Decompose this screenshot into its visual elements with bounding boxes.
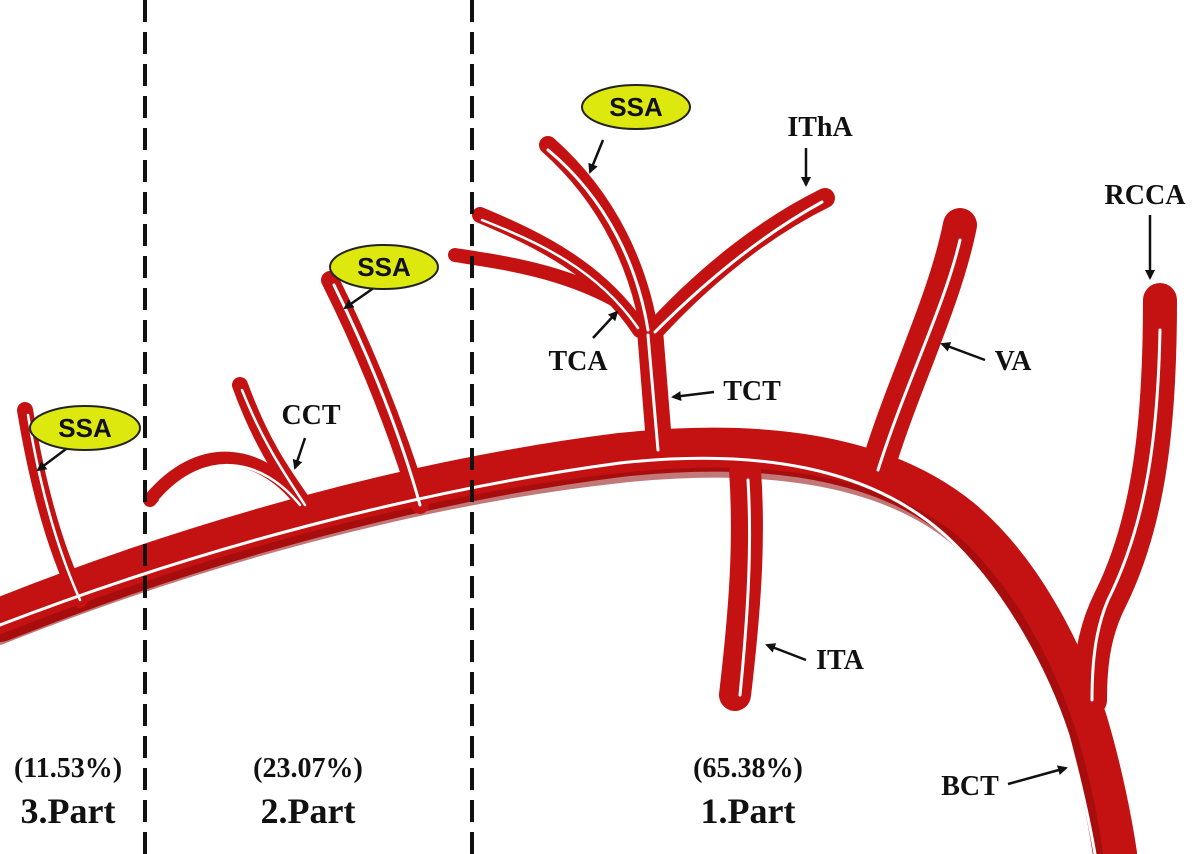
tca-label: TCA bbox=[548, 346, 608, 377]
cct-label: CCT bbox=[281, 400, 340, 431]
arrow-tca bbox=[592, 310, 619, 339]
ssa-label-part1: SSA bbox=[609, 92, 663, 122]
vessel-highlights bbox=[0, 148, 1162, 854]
arrow-tct bbox=[671, 390, 715, 401]
tct-upper-branch bbox=[539, 136, 659, 344]
part-name: 2.Part bbox=[261, 791, 356, 831]
subclavian-artery-trunk bbox=[0, 427, 1137, 854]
part-caption-3: (11.53%) 3.Part bbox=[14, 753, 122, 831]
ssa-badge-part3: SSA bbox=[29, 405, 141, 451]
bct-label: BCT bbox=[941, 771, 999, 802]
tct-label: TCT bbox=[723, 376, 781, 407]
ssa-part2-vessel bbox=[321, 271, 429, 514]
arrow-ssa-part1 bbox=[588, 139, 605, 174]
part-percent: (65.38%) bbox=[693, 753, 803, 784]
part-name: 3.Part bbox=[21, 791, 116, 831]
part-percent: (23.07%) bbox=[253, 753, 363, 784]
ssa-badge-part2: SSA bbox=[329, 244, 439, 290]
arrow-va bbox=[940, 342, 986, 362]
part-percent: (11.53%) bbox=[14, 753, 122, 784]
ssa-badge-part1: SSA bbox=[581, 84, 691, 130]
part-name: 1.Part bbox=[701, 791, 796, 831]
part-dividers bbox=[143, 0, 474, 854]
ctht-label: IThA bbox=[787, 112, 853, 143]
ssa-label-part3: SSA bbox=[58, 413, 112, 443]
ita-vessel bbox=[719, 454, 763, 711]
ssa-label-part2: SSA bbox=[357, 252, 411, 282]
part-caption-1: (65.38%) 1.Part bbox=[693, 753, 803, 831]
ita-label: ITA bbox=[816, 645, 864, 676]
subclavian-artery-shading bbox=[0, 467, 1103, 854]
rcca-label: RCCA bbox=[1105, 180, 1187, 211]
arrow-cct bbox=[292, 437, 307, 470]
cct-loop-branch bbox=[143, 451, 307, 507]
va-label: VA bbox=[995, 346, 1033, 377]
rcca-vessel bbox=[1073, 283, 1177, 717]
arrow-bct bbox=[1007, 765, 1068, 786]
ctht-vessel bbox=[640, 188, 835, 345]
va-vessel bbox=[863, 208, 977, 477]
tct-vessel bbox=[637, 317, 673, 468]
artery-tree bbox=[0, 136, 1177, 854]
arrow-ssa-part3 bbox=[36, 445, 71, 472]
arrow-ita bbox=[765, 643, 807, 662]
part-caption-2: (23.07%) 2.Part bbox=[253, 753, 363, 831]
